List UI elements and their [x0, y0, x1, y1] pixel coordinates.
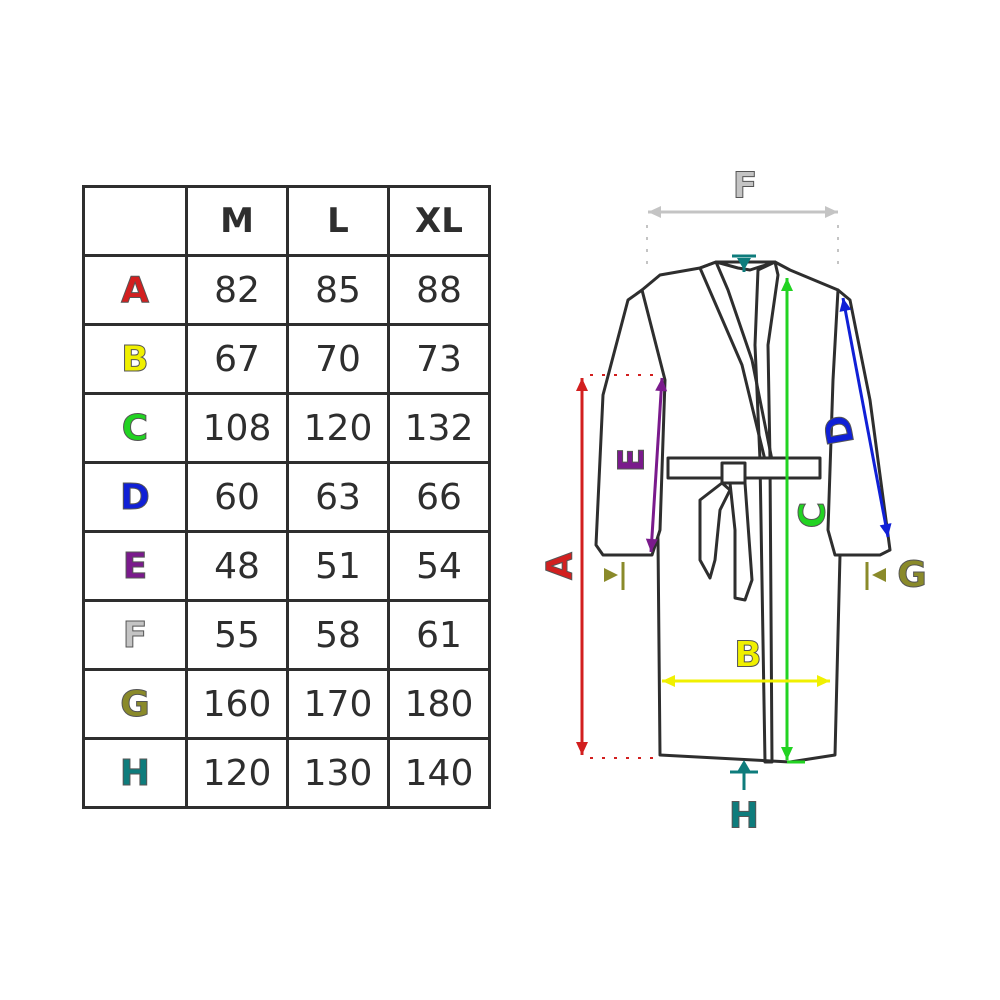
table-cell: 85 [286, 254, 390, 326]
row-label-g: G [82, 668, 188, 740]
row-label-f: F [82, 599, 188, 671]
header-cell-size-l: L [286, 185, 390, 257]
table-cell: 63 [286, 461, 390, 533]
table-cell: 70 [286, 323, 390, 395]
table-cell: 180 [387, 668, 491, 740]
dimension-d-arrowhead-end [879, 523, 892, 537]
table-cell: 48 [185, 530, 289, 602]
table-cell: 73 [387, 323, 491, 395]
dimension-f-arrowhead-start [648, 206, 661, 218]
header-cell-size-xl: XL [387, 185, 491, 257]
dimension-label-e: E [612, 448, 653, 473]
dimension-g-right-arrow [872, 568, 886, 582]
dimension-label-c: C [793, 502, 834, 528]
table-cell: 66 [387, 461, 491, 533]
table-cell: 55 [185, 599, 289, 671]
row-label-e: E [82, 530, 188, 602]
dimension-f-arrowhead-end [825, 206, 838, 218]
dimension-h-bottom-arrow [737, 760, 751, 772]
dimension-e-line [649, 377, 664, 553]
dimension-a-arrowhead-end [576, 742, 588, 755]
table-cell: 60 [185, 461, 289, 533]
row-label-h: H [82, 737, 188, 809]
header-cell-size-m: M [185, 185, 289, 257]
dimension-label-g: G [897, 555, 927, 596]
header-cell-blank [82, 185, 188, 257]
dimension-e-arrowhead-end [645, 538, 658, 552]
row-label-b: B [82, 323, 188, 395]
table-cell: 58 [286, 599, 390, 671]
dimension-label-b: B [734, 635, 761, 676]
table-cell: 67 [185, 323, 289, 395]
table-header-row: M L XL [82, 185, 491, 257]
dimension-label-f: F [733, 166, 758, 207]
dimension-b-arrowhead-start [662, 675, 675, 687]
dimension-b-arrowhead-end [817, 675, 830, 687]
row-label-c: C [82, 392, 188, 464]
table-cell: 160 [185, 668, 289, 740]
table-cell: 170 [286, 668, 390, 740]
dimension-d-line [841, 297, 890, 538]
table-cell: 120 [286, 392, 390, 464]
table-cell: 82 [185, 254, 289, 326]
table-cell: 108 [185, 392, 289, 464]
robe-outline [594, 260, 892, 764]
dimension-c-arrowhead-end [781, 747, 793, 760]
table-cell: 51 [286, 530, 390, 602]
dimension-d-arrowhead-start [839, 298, 852, 312]
dimension-label-h: H [729, 796, 759, 837]
row-label-a: A [82, 254, 188, 326]
dimension-c-arrowhead-start [781, 278, 793, 291]
dimension-e-arrowhead-start [655, 378, 668, 392]
table-cell: 54 [387, 530, 491, 602]
dimension-g-left-arrow [604, 568, 618, 582]
table-cell: 88 [387, 254, 491, 326]
table-cell: 140 [387, 737, 491, 809]
dimension-a-arrowhead-start [576, 378, 588, 391]
table-cell: 132 [387, 392, 491, 464]
row-label-d: D [82, 461, 188, 533]
table-cell: 61 [387, 599, 491, 671]
table-cell: 120 [185, 737, 289, 809]
dimension-label-a: A [540, 552, 581, 580]
table-cell: 130 [286, 737, 390, 809]
